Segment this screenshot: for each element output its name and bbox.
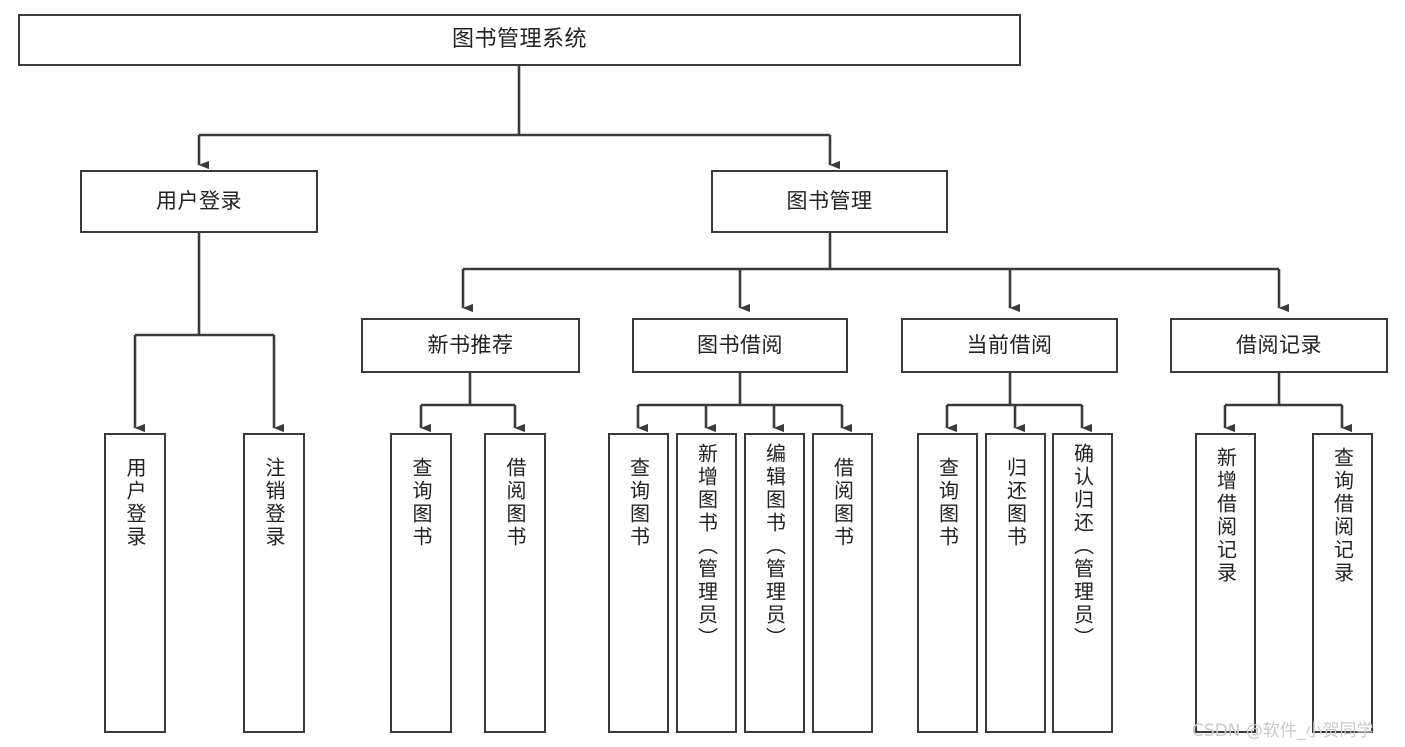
node-label: 确认归还（管理员） [1070,443,1095,650]
leaf-borrow-book-recommend[interactable]: 借阅图书 [484,433,546,733]
leaf-borrow-book[interactable]: 借阅图书 [812,433,873,733]
node-label: 用户登录 [156,189,242,214]
csdn-watermark: CSDN @软件_小贺同学 [1192,721,1374,741]
node-label: 图书管理系统 [451,27,587,53]
node-label: 新增借阅记录 [1213,447,1238,585]
node-book-management[interactable]: 图书管理 [711,170,948,233]
node-label: 当前借阅 [966,333,1053,358]
node-root-book-management-system[interactable]: 图书管理系统 [18,14,1021,66]
node-current-borrowing[interactable]: 当前借阅 [901,318,1118,373]
leaf-logout[interactable]: 注销登录 [243,433,305,733]
node-label: 查询图书 [409,457,433,549]
node-label: 查询图书 [935,457,960,549]
node-new-book-recommendation[interactable]: 新书推荐 [361,318,580,373]
leaf-user-login[interactable]: 用户登录 [104,433,166,733]
leaf-query-borrow-record[interactable]: 查询借阅记录 [1312,433,1373,733]
leaf-edit-book-admin[interactable]: 编辑图书（管理员） [744,433,805,733]
node-label: 新增图书（管理员） [694,443,719,650]
node-label: 借阅记录 [1236,333,1322,358]
node-label: 借阅图书 [503,457,527,549]
node-label: 归还图书 [1003,457,1028,549]
leaf-query-book-recommend[interactable]: 查询图书 [390,433,452,733]
node-label: 查询借阅记录 [1330,447,1355,585]
leaf-return-book[interactable]: 归还图书 [985,433,1046,733]
leaf-query-book-borrow[interactable]: 查询图书 [608,433,669,733]
node-book-borrowing[interactable]: 图书借阅 [632,318,848,373]
node-label: 新书推荐 [427,333,514,358]
node-label: 编辑图书（管理员） [762,443,787,650]
node-label: 图书借阅 [697,333,783,358]
node-borrowing-record[interactable]: 借阅记录 [1170,318,1388,373]
leaf-add-book-admin[interactable]: 新增图书（管理员） [676,433,737,733]
node-label: 图书管理 [786,189,873,214]
node-user-login[interactable]: 用户登录 [80,170,318,233]
leaf-add-borrow-record[interactable]: 新增借阅记录 [1195,433,1256,733]
leaf-confirm-return-admin[interactable]: 确认归还（管理员） [1052,433,1113,733]
node-label: 查询图书 [626,457,651,549]
node-label: 注销登录 [262,457,286,549]
leaf-query-book-current[interactable]: 查询图书 [917,433,978,733]
node-label: 用户登录 [123,457,147,549]
node-label: 借阅图书 [830,457,855,549]
